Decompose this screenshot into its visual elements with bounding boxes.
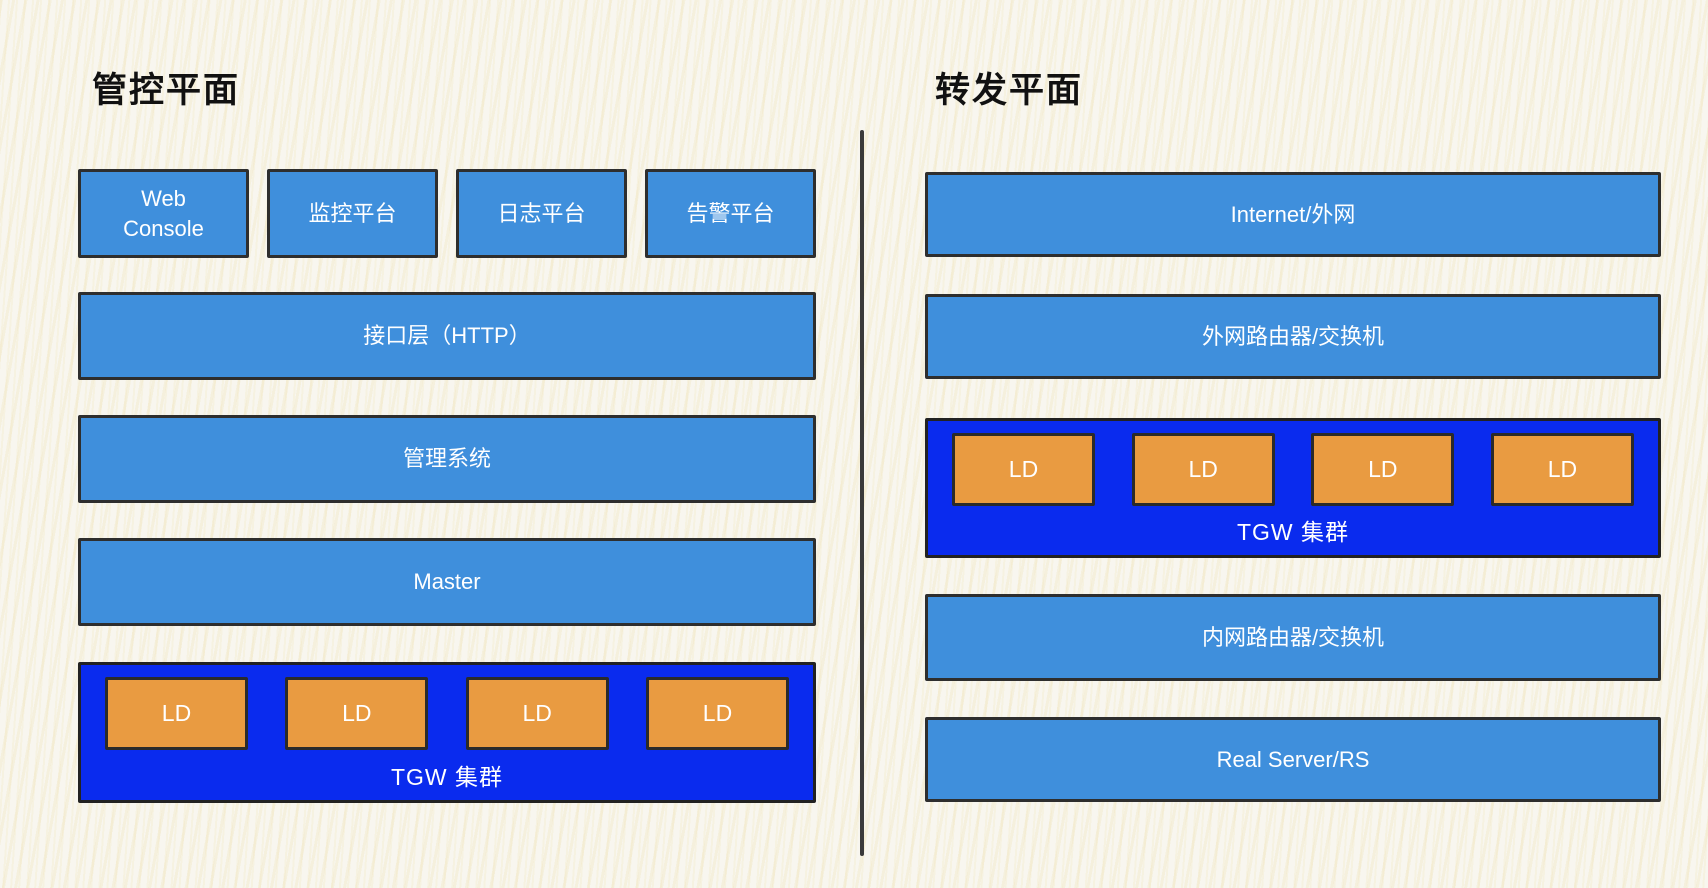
web-console-box: Web Console (78, 169, 249, 258)
management-system-box: 管理系统 (78, 415, 816, 503)
ld-node: LD (1131, 433, 1275, 506)
ld-node: LD (952, 433, 1095, 506)
tgw-cluster-label: TGW 集群 (390, 764, 504, 790)
ld-node: LD (105, 677, 248, 750)
control-plane-title: 管控平面 (92, 71, 241, 110)
external-router-switch-box: 外网路由器/交换机 (925, 294, 1661, 379)
platform-box-row: Web Console 监控平台 日志平台 告警平台 (78, 169, 816, 258)
internal-router-switch-box: 内网路由器/交换机 (925, 594, 1661, 681)
ld-node: LD (1311, 433, 1455, 506)
ld-node: LD (1490, 433, 1634, 506)
alert-platform-box: 告警平台 (645, 169, 816, 258)
ld-node-row: LD LD LD LD (952, 433, 1634, 506)
real-server-box: Real Server/RS (925, 717, 1661, 802)
ld-node: LD (645, 677, 789, 750)
panel-divider-line (860, 130, 864, 856)
tgw-cluster-left: LD LD LD LD TGW 集群 (78, 662, 816, 803)
master-box: Master (78, 538, 816, 626)
ld-node: LD (285, 677, 429, 750)
interface-layer-box: 接口层（HTTP） (78, 292, 816, 380)
monitoring-platform-box: 监控平台 (267, 169, 438, 258)
tgw-cluster-right: LD LD LD LD TGW 集群 (925, 418, 1661, 558)
tgw-cluster-label: TGW 集群 (1236, 519, 1350, 545)
ld-node-row: LD LD LD LD (105, 677, 789, 750)
forwarding-plane-title: 转发平面 (935, 71, 1084, 110)
log-platform-box: 日志平台 (456, 169, 627, 258)
internet-box: Internet/外网 (925, 172, 1661, 257)
ld-node: LD (465, 677, 609, 750)
